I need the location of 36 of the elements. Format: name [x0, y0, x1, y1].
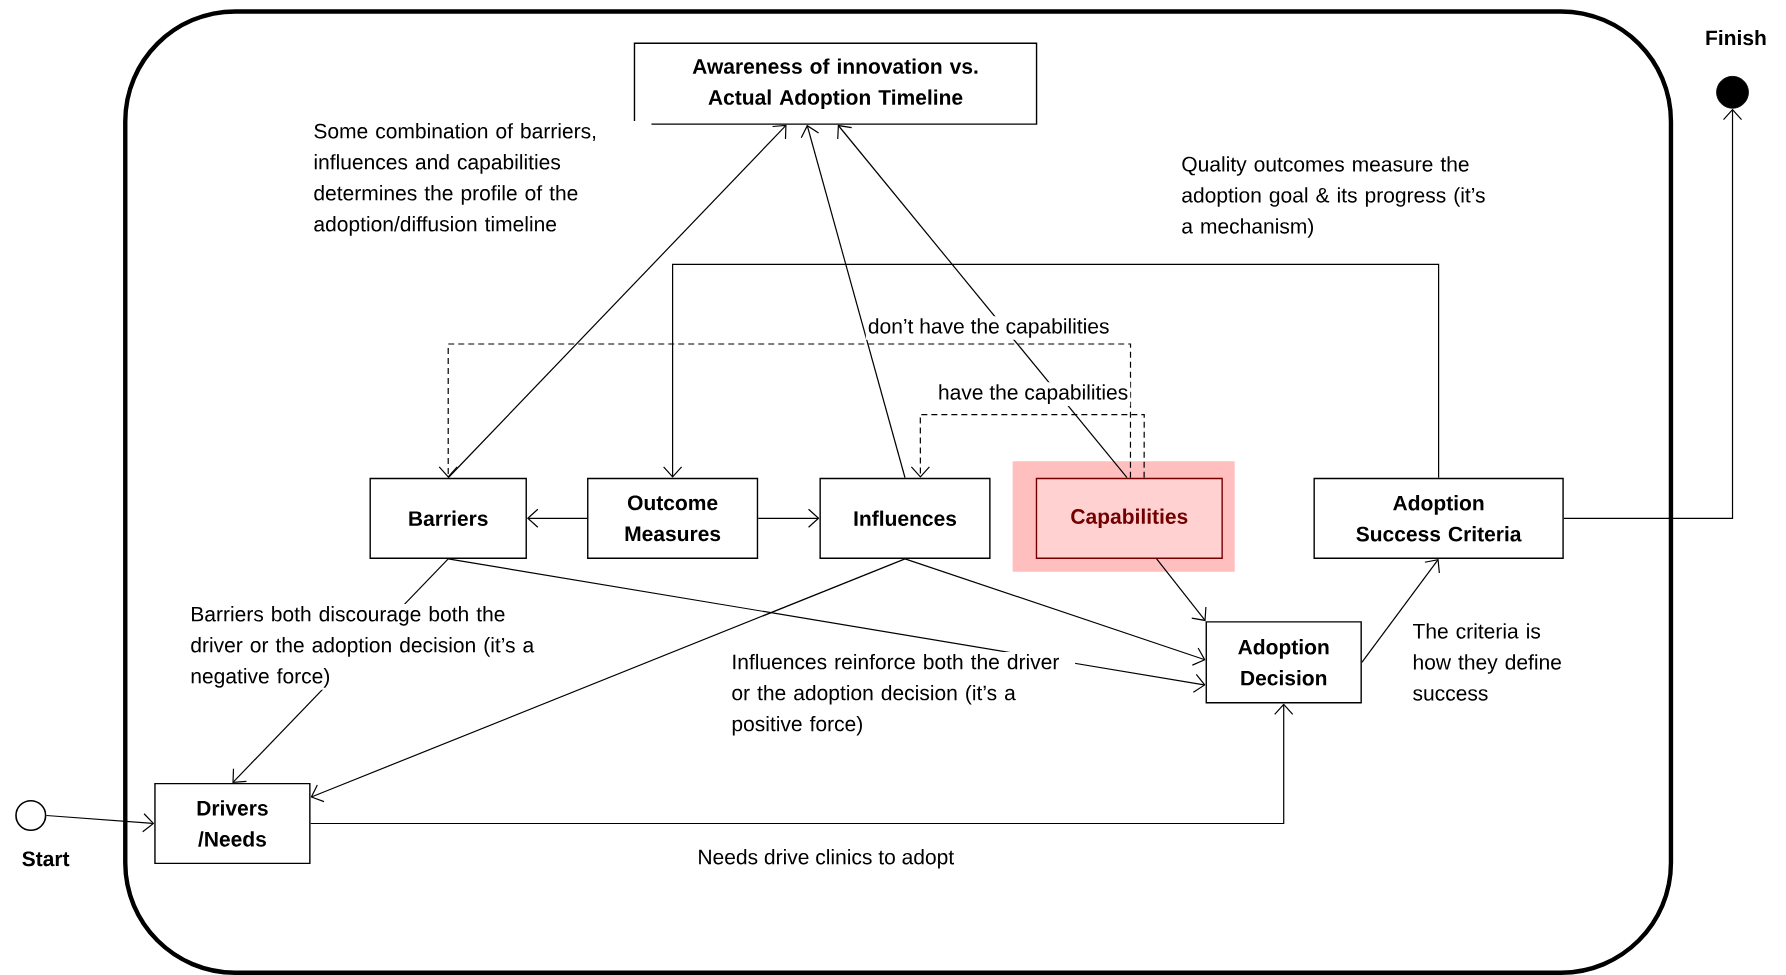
process-box: Influences	[819, 477, 991, 559]
arrow	[310, 558, 906, 803]
edge-label: don’t have the capabilities	[865, 316, 1112, 340]
arrow	[800, 124, 906, 479]
arrow	[910, 414, 1145, 479]
process-box: Awareness of innovation vs. Actual Adoption Timeline	[633, 42, 1038, 125]
process-box: Adoption Success Criteria	[1313, 477, 1564, 559]
process-box: Outcome Measures	[587, 477, 759, 559]
arrow	[1563, 108, 1743, 519]
highlighted-box: Capabilities	[1012, 461, 1235, 572]
arrow	[447, 558, 1206, 693]
arrow	[904, 558, 1206, 666]
edge-label: have the capabilities	[935, 382, 1131, 406]
state-label: Finish	[1706, 29, 1766, 46]
arrow	[757, 508, 820, 528]
arrow	[45, 813, 155, 833]
note-text: Influences reinforce both the driver or the adoption decision (it’s a positive force)	[729, 651, 1076, 738]
arrow	[438, 343, 1132, 479]
note-text: Quality outcomes measure the adoption goal & its progress (it’s a mechanism)	[1179, 154, 1497, 240]
state-label: Start	[22, 851, 70, 867]
process-box: Drivers /Needs	[154, 782, 311, 865]
note-text: Some combination of barriers, influences and capabilities determines the profile of the adoption/diffusion timeline	[311, 121, 652, 238]
arrow	[309, 703, 1294, 825]
note-text: The criteria is how they define success	[1410, 621, 1586, 703]
start-circle	[15, 799, 47, 832]
note-text: Barriers both discourage both the driver or the adoption decision (it’s a negative force)	[188, 604, 546, 690]
arrow	[663, 263, 1440, 479]
arrow	[447, 124, 787, 479]
arrow	[1361, 558, 1440, 663]
process-box: Barriers	[369, 477, 527, 559]
edge-label: Needs drive clinics to adopt	[695, 847, 957, 871]
frame	[123, 9, 1674, 975]
arrow	[526, 508, 588, 528]
process-box: Adoption Decision	[1205, 621, 1362, 704]
end-dot	[1716, 75, 1749, 109]
arrow	[1156, 558, 1207, 622]
